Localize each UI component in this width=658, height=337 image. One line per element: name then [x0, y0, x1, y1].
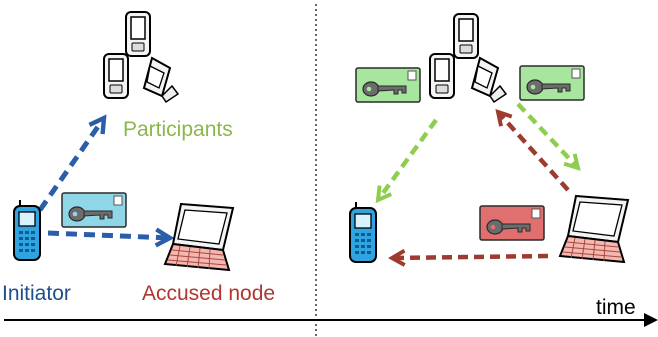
participants-group-left: [103, 11, 179, 103]
laptop-icon: [559, 195, 629, 263]
key-card-icon: [479, 205, 545, 241]
red-arrow-to-initiator: [392, 256, 549, 258]
laptop-icon: [164, 203, 234, 271]
participants-label: Participants: [123, 118, 233, 141]
phone-icon: [125, 11, 151, 57]
time-arrowhead-icon: [644, 313, 658, 327]
green-arrow-to-initiator: [378, 118, 438, 200]
key-card-icon: [61, 192, 127, 228]
key-card-icon: [519, 65, 585, 101]
time-label: time: [596, 296, 636, 319]
flip-phone-icon: [471, 57, 507, 103]
flip-phone-icon: [143, 57, 179, 103]
initiator-label: Initiator: [2, 282, 71, 305]
participants-group-right: [429, 13, 507, 103]
phone-icon: [453, 13, 479, 59]
accused-node-label: Accused node: [142, 282, 276, 305]
red-arrow-to-participants: [498, 112, 570, 192]
key-card-icon: [355, 67, 421, 103]
phone-icon: [429, 53, 455, 99]
phone-icon: [349, 201, 377, 263]
green-arrow-to-accused: [516, 102, 578, 168]
blue-arrow-to-participants: [37, 118, 104, 212]
blue-arrow-to-accused: [47, 233, 170, 238]
phone-icon: [103, 53, 129, 99]
phone-icon: [13, 199, 41, 261]
